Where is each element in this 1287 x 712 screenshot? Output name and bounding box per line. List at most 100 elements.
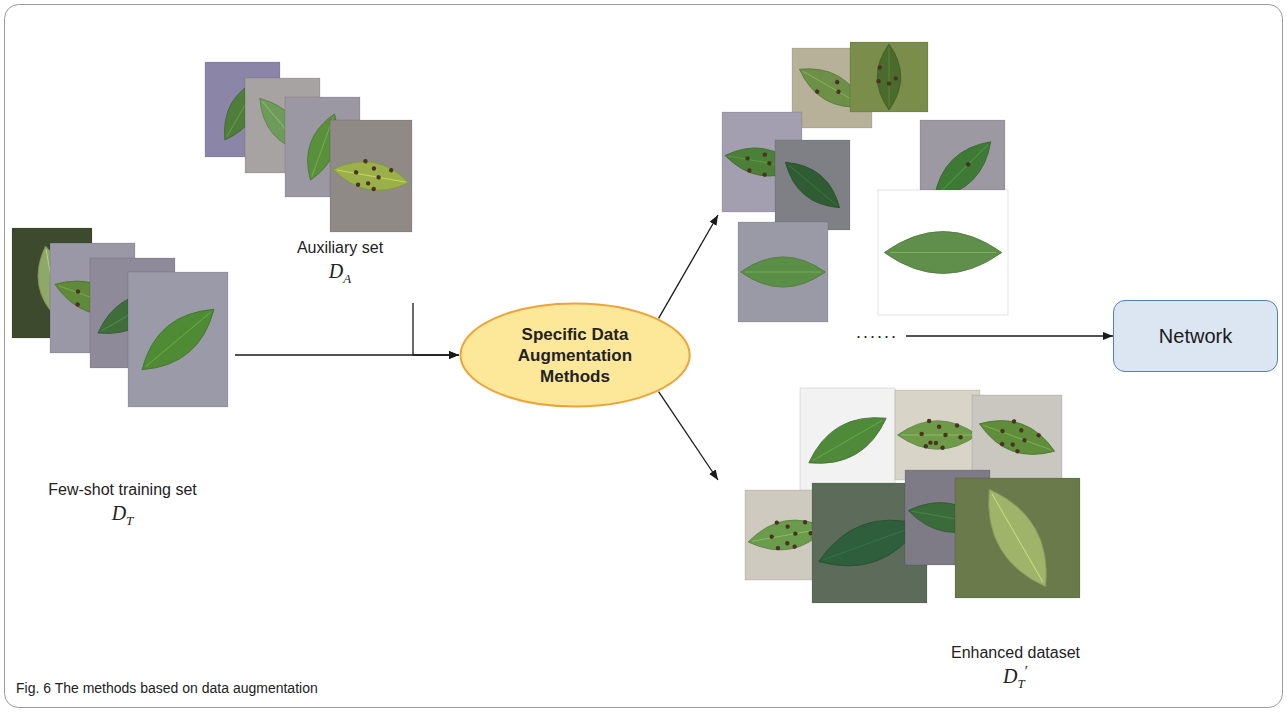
leaf-spot: [767, 161, 772, 166]
leaf-spot: [1010, 442, 1016, 448]
photo-ground: [800, 388, 895, 493]
leaf-spot: [836, 89, 842, 95]
image-collage: Enhanced datasetDT′: [718, 40, 1088, 702]
set-symbol: DT: [10, 500, 235, 529]
leaf-blade: [884, 231, 1002, 273]
leaf-photo: [955, 478, 1080, 598]
leaf-spot: [75, 289, 81, 295]
leaf-spot: [355, 182, 360, 187]
set-symbol: DT′: [943, 663, 1088, 692]
leaf: [741, 257, 826, 287]
math-variable: D: [1003, 665, 1017, 687]
leaf-spot: [940, 446, 944, 450]
photo-ground: [738, 222, 828, 322]
leaf-spot: [747, 168, 752, 173]
arrow-connector: [906, 335, 1113, 336]
leaf-spot: [785, 541, 790, 546]
ellipse-shape: [460, 304, 689, 407]
leaf-spot: [792, 544, 797, 549]
leaf-spot: [376, 175, 381, 180]
leaf-photo: [878, 190, 1008, 315]
leaf-spot: [1036, 432, 1042, 438]
leaf: [131, 296, 225, 382]
leaf: [972, 479, 1063, 597]
leaf-spot: [834, 79, 840, 85]
leaf-spot: [366, 181, 371, 186]
leaf-midrib: [813, 420, 883, 460]
process-text: Specific Data Augmentation Methods: [518, 325, 632, 386]
leaf-blade: [777, 153, 847, 218]
leaf-photo: [775, 140, 850, 230]
leaf-spot: [919, 432, 923, 436]
leaf-spot: [924, 444, 928, 448]
leaf-spot: [803, 520, 808, 525]
leaf-spot: [927, 419, 931, 423]
leaf-spot: [943, 433, 947, 437]
image-stack: Auxiliary setDA: [200, 58, 415, 303]
leaf-spot: [762, 172, 767, 177]
photo-ground: [128, 272, 228, 407]
leaf-midrib: [992, 494, 1043, 582]
arrow-connector: [659, 392, 718, 480]
leaf: [331, 154, 412, 197]
leaf-spot: [793, 531, 798, 536]
image-stack: Few-shot training setDT: [10, 225, 235, 530]
math-variable: D: [112, 502, 126, 524]
leaf-midrib: [983, 425, 1051, 450]
leaf: [777, 153, 847, 218]
leaf-photo: [738, 222, 828, 322]
leaf-blade: [801, 404, 894, 476]
figure-frame: [5, 5, 1283, 708]
leaf-midrib: [146, 312, 211, 366]
photo-ground: [955, 478, 1080, 598]
leaf-midrib: [902, 435, 974, 436]
photo-ground: [895, 390, 980, 480]
math-subscript: T: [1017, 676, 1024, 691]
leaf-spot: [894, 76, 898, 80]
network-label: Network: [1159, 324, 1232, 348]
leaf-spot: [371, 186, 376, 191]
photo-ground: [330, 120, 412, 232]
leaf-spot: [928, 440, 932, 444]
photo-ground: [972, 395, 1062, 480]
leaf-spot: [955, 423, 959, 427]
leaf: [884, 231, 1002, 273]
leaf-spot: [371, 166, 376, 171]
leaf-spot: [1019, 428, 1025, 434]
leaf-spot: [354, 170, 359, 175]
leaf-photo: [800, 388, 895, 493]
process-ellipse: Specific Data Augmentation Methods: [459, 302, 691, 408]
leaf-spot: [887, 81, 891, 85]
leaf-spot: [934, 441, 938, 445]
leaf-spot: [762, 152, 767, 157]
math-subscript: A: [343, 271, 351, 286]
leaf-spot: [1022, 437, 1028, 443]
ellipsis-mark: ......: [856, 322, 898, 343]
leaf-spot: [958, 435, 962, 439]
leaf-midrib: [937, 145, 988, 196]
leaf: [898, 419, 978, 450]
leaf-spot: [75, 302, 81, 308]
leaf-spot: [814, 89, 820, 95]
leaf-spot: [775, 546, 780, 551]
leaf-spot: [1015, 448, 1021, 454]
math-prime: ′: [1025, 663, 1028, 679]
ellipse-outline: [459, 302, 691, 408]
set-symbol: DA: [275, 258, 405, 287]
leaf-spot: [389, 168, 394, 173]
figure-caption: Fig. 6 The methods based on data augment…: [16, 680, 318, 696]
leaf-spot: [1011, 419, 1017, 425]
leaf-spot: [785, 524, 790, 529]
network-box: Network: [1113, 300, 1278, 372]
leaf-spot: [876, 79, 880, 83]
leaf-spot: [878, 65, 882, 69]
math-subscript: T: [126, 513, 133, 528]
leaf-spot: [937, 425, 941, 429]
arrow-connector: [413, 303, 459, 355]
leaf-spot: [363, 159, 368, 164]
leaf-spot: [745, 156, 750, 161]
process-label: Specific Data Augmentation Methods: [495, 324, 655, 387]
set-label: Auxiliary set: [275, 238, 405, 258]
